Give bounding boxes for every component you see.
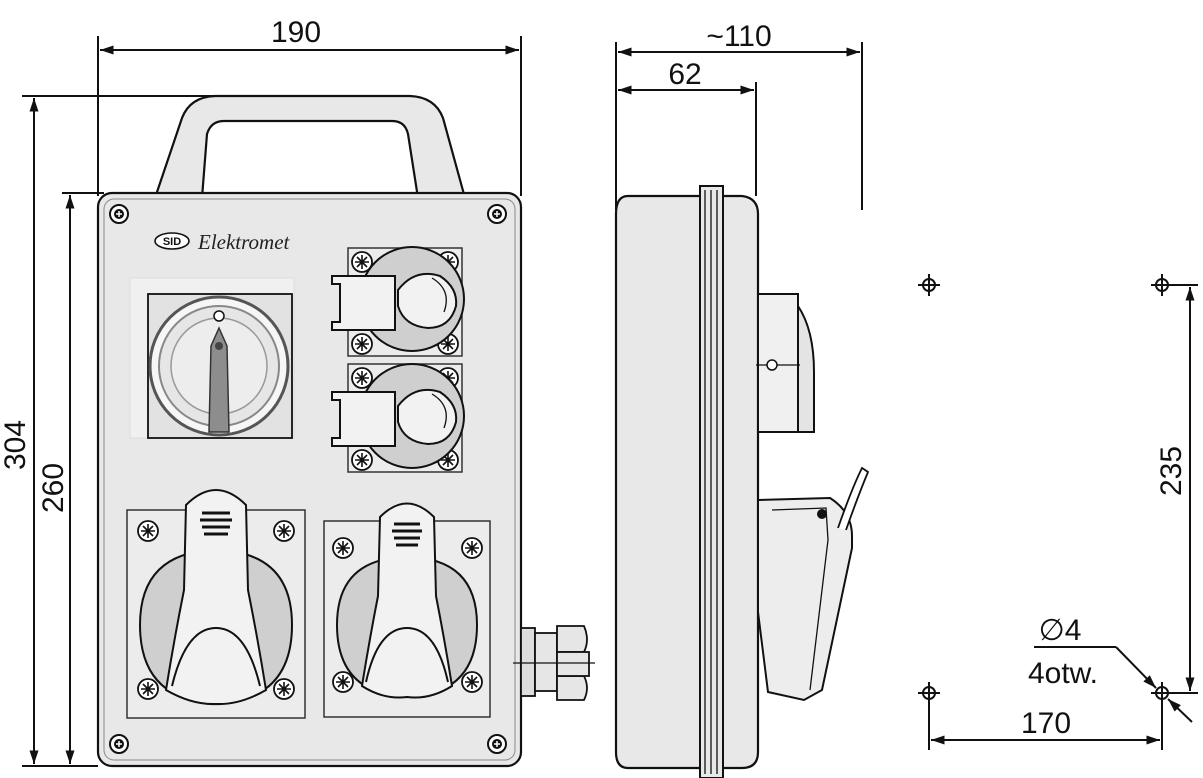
brand-name: Elektromet [197, 230, 291, 254]
mounting-hole [917, 273, 941, 297]
socket-3phase-left [126, 489, 306, 719]
brand-logo: SID Elektromet [154, 230, 291, 254]
dim-height-body: 260 [37, 463, 70, 513]
corner-screw [487, 204, 507, 224]
cable-gland [513, 625, 595, 701]
dim-hole-diameter: ∅4 [1039, 614, 1082, 647]
dim-depth-body: 62 [668, 58, 701, 91]
socket-230v-upper [331, 246, 465, 357]
dim-width-front: 190 [271, 16, 321, 49]
socket-3phase-right [323, 502, 491, 718]
dim-hole-spacing-vertical: 235 [1155, 446, 1188, 496]
switch-lever [208, 326, 230, 433]
brand-badge: SID [163, 236, 181, 248]
corner-screw [487, 734, 507, 754]
rotary-switch [129, 277, 295, 439]
enclosure-inner-frame [103, 198, 516, 761]
socket-230v-lower [331, 363, 465, 473]
dim-height-total: 304 [0, 420, 32, 470]
corner-screw [109, 734, 129, 754]
side-socket-lower [757, 466, 870, 702]
side-socket-upper [756, 293, 815, 433]
side-view [614, 185, 870, 778]
mounting-hole [1150, 273, 1174, 297]
dim-hole-count: 4otw. [1028, 657, 1098, 690]
dimension-labels: 190 ~110 62 304 260 235 170 ∅4 4otw. [0, 16, 1188, 740]
carry-handle [153, 94, 467, 200]
dim-depth-total: ~110 [706, 20, 771, 53]
corner-screw [109, 204, 129, 224]
dimension-lines [22, 36, 1198, 767]
side-enclosure [614, 194, 760, 770]
dim-hole-spacing-horizontal: 170 [1021, 707, 1071, 740]
front-view: SID Elektromet [96, 94, 595, 768]
